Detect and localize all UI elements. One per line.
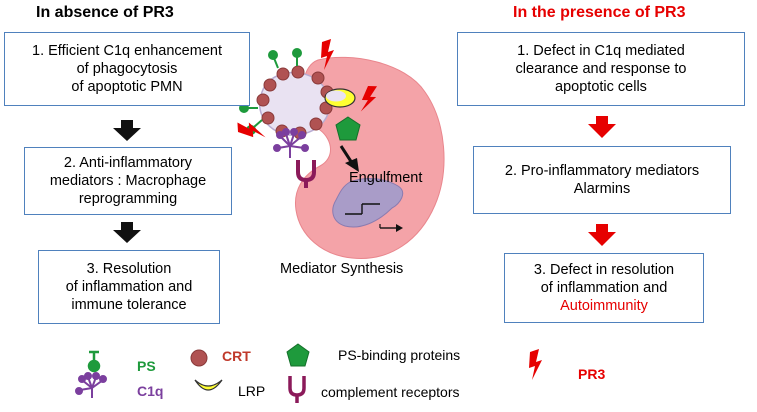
arrow-down-icon: [588, 224, 616, 246]
box-line: 2. Pro-inflammatory mediators: [504, 163, 700, 179]
right-step-3-box: 3. Defect in resolution of inflammation …: [504, 253, 704, 323]
legend-pr3-label: PR3: [578, 366, 606, 382]
legend-complement-label: complement receptors: [321, 384, 460, 400]
box-line: 2. Anti-inflammatory: [63, 155, 193, 171]
right-heading: In the presence of PR3: [513, 4, 686, 21]
lrp-crescent-icon: [324, 88, 356, 108]
box-line: clearance and response to: [515, 61, 687, 77]
box-line: immune tolerance: [71, 297, 187, 313]
crt-circle-icon: [190, 349, 208, 367]
legend-c1q-label: C1q: [137, 383, 164, 399]
complement-receptor-icon: [296, 160, 316, 188]
box-line: of inflammation and: [540, 280, 668, 296]
pentagon-icon: [286, 343, 310, 367]
engulfment-label: Engulfment: [349, 170, 423, 186]
left-step-2-box: 2. Anti-inflammatory mediators : Macroph…: [24, 147, 232, 215]
box-line: of phagocytosis: [76, 61, 178, 77]
left-step-3-box: 3. Resolution of inflammation and immune…: [38, 250, 220, 324]
autoimmunity-text: Autoimmunity: [560, 298, 648, 314]
lightning-bolt-icon: [234, 119, 269, 141]
legend-crt-label: CRT: [222, 348, 251, 364]
left-heading: In absence of PR3: [36, 4, 174, 21]
legend-ps-binding-label: PS-binding proteins: [338, 347, 461, 363]
ps-lollipop-icon: [87, 350, 101, 373]
right-step-1-box: 1. Defect in C1q mediated clearance and …: [457, 32, 745, 106]
lightning-bolt-icon: [529, 349, 542, 380]
box-line: 1. Defect in C1q mediated: [517, 43, 685, 59]
lrp-crescent-icon: [194, 379, 223, 391]
pentagon-icon: [335, 116, 361, 141]
box-line: of apoptotic PMN: [71, 79, 183, 95]
box-line: of inflammation and: [65, 279, 193, 295]
crt-circle-icon: [256, 65, 334, 140]
nucleus-shape: [332, 178, 404, 228]
engulfment-arrow-icon: [339, 145, 359, 172]
legend-ps-label: PS: [137, 358, 156, 374]
arrow-down-icon: [588, 116, 616, 138]
mediator-synthesis-label: Mediator Synthesis: [280, 261, 404, 277]
box-line: 3. Defect in resolution: [533, 262, 675, 278]
box-line: 3. Resolution: [86, 261, 172, 277]
left-step-1-box: 1. Efficient C1q enhancement of phagocyt…: [4, 32, 250, 106]
arrow-down-icon: [113, 222, 141, 243]
c1q-molecule-icon: [75, 372, 107, 398]
box-line: 1. Efficient C1q enhancement: [32, 43, 222, 59]
complement-receptor-icon: [288, 376, 306, 403]
box-line: Alarmins: [573, 181, 631, 197]
c1q-molecule-icon: [273, 128, 309, 158]
legend-lrp-label: LRP: [238, 383, 266, 399]
right-step-2-box: 2. Pro-inflammatory mediators Alarmins: [473, 146, 731, 214]
box-line: apoptotic cells: [555, 79, 647, 95]
gene-arrow-icon: [345, 203, 403, 232]
box-line: reprogramming: [78, 191, 178, 207]
box-line: mediators : Macrophage: [49, 173, 207, 189]
arrow-down-icon: [113, 120, 141, 141]
